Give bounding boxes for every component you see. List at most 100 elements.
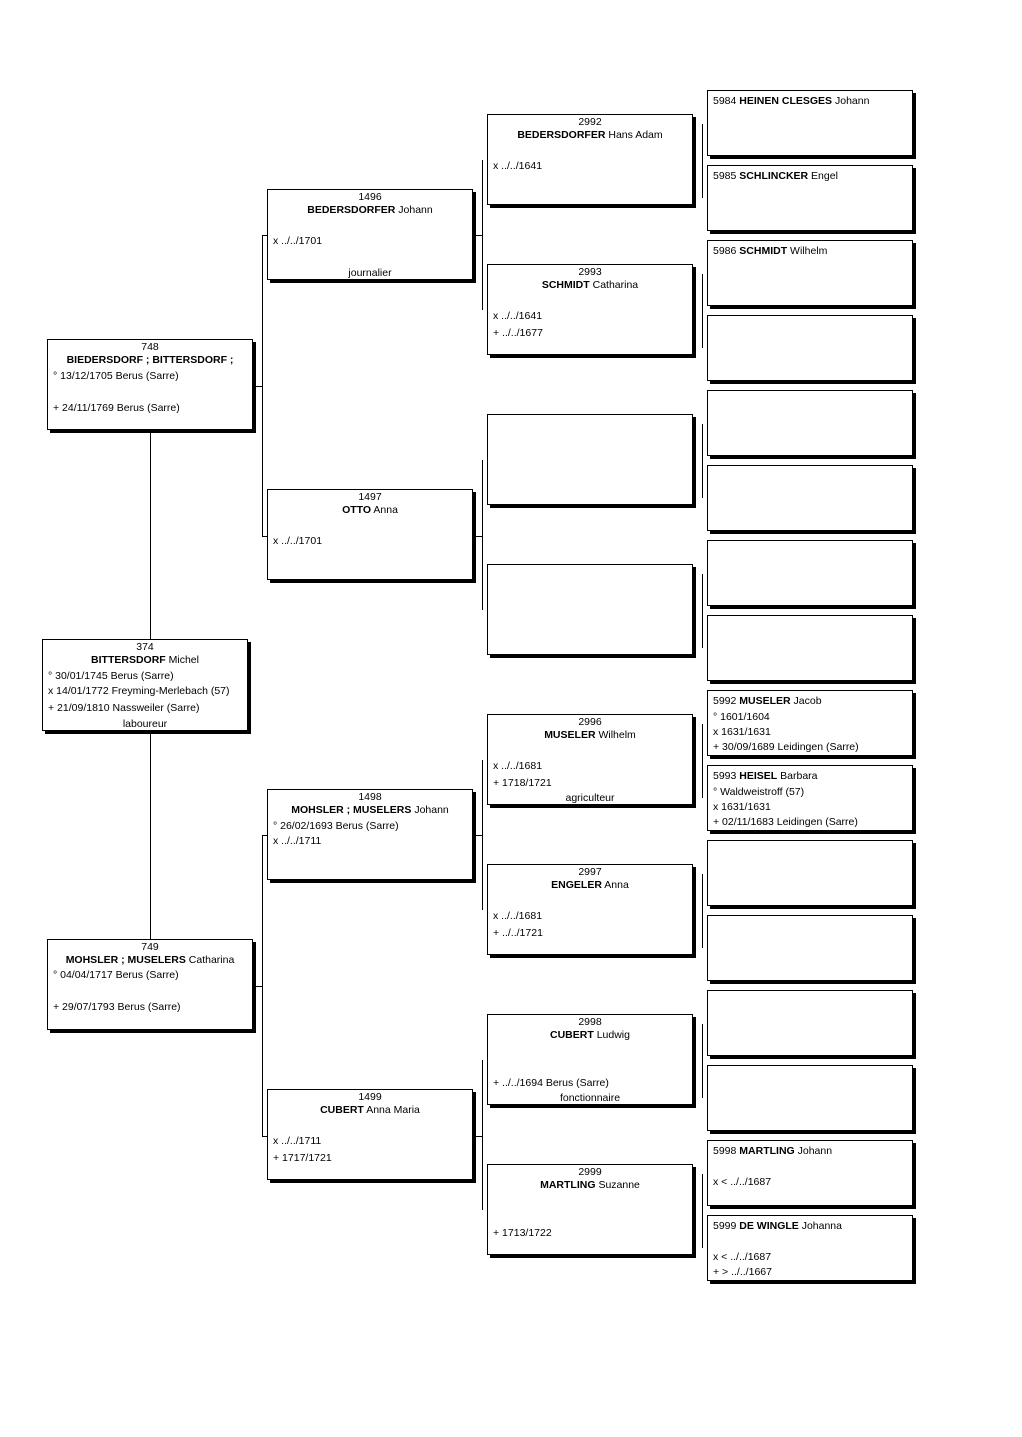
- marriage-line: x ../../1681: [493, 910, 543, 922]
- sosa-number: 2993: [578, 266, 602, 278]
- person-name: BIEDERSDORF ; BITTERSDORF ;: [66, 353, 234, 366]
- marriage-line: x ../../1641: [493, 160, 543, 172]
- death-line: + ../../1694 Berus (Sarre): [493, 1077, 609, 1089]
- person-name: 5998 MARTLING Johann: [713, 1145, 833, 1157]
- birth-line: ° 04/04/1717 Berus (Sarre): [53, 969, 179, 981]
- birth-line: ° 26/02/1693 Berus (Sarre): [273, 820, 399, 832]
- person-name: SCHMIDT Catharina: [541, 278, 639, 291]
- death-line: + 29/07/1793 Berus (Sarre): [53, 1001, 181, 1013]
- person-box-2998[interactable]: 2998 CUBERT Ludwig + ../../1694 Berus (S…: [487, 1014, 693, 1105]
- connector-line: [702, 574, 703, 648]
- person-box-empty[interactable]: [707, 915, 913, 981]
- person-box-748[interactable]: 748 BIEDERSDORF ; BITTERSDORF ; ° 13/12/…: [47, 339, 253, 430]
- person-name: CUBERT Ludwig: [550, 1028, 630, 1041]
- person-box-749[interactable]: 749 MOHSLER ; MUSELERS Catharina ° 04/04…: [47, 939, 253, 1030]
- connector-line: [702, 1024, 703, 1098]
- sosa-number: 1497: [358, 491, 382, 503]
- connector-line: [262, 835, 263, 1136]
- occupation: agriculteur: [565, 792, 615, 805]
- death-line: + ../../1677: [493, 327, 543, 339]
- person-box-5998[interactable]: 5998 MARTLING Johann x < ../../1687: [707, 1140, 913, 1206]
- connector-line: [474, 1136, 483, 1137]
- death-line: + 24/11/1769 Berus (Sarre): [53, 402, 180, 414]
- person-name: OTTO Anna: [342, 503, 398, 516]
- person-box-5993[interactable]: 5993 HEISEL Barbara ° Waldweistroff (57)…: [707, 765, 913, 831]
- connector-line: [254, 386, 263, 387]
- person-box-empty[interactable]: [487, 414, 693, 505]
- person-box-empty[interactable]: [707, 540, 913, 606]
- marriage-line: x ../../1701: [273, 535, 323, 547]
- marriage-line: x ../../1711: [273, 835, 322, 847]
- death-line: + 30/09/1689 Leidingen (Sarre): [713, 741, 859, 753]
- death-line: + 1717/1721: [273, 1152, 332, 1164]
- connector-line: [150, 430, 151, 639]
- person-name: MUSELER Wilhelm: [544, 728, 636, 741]
- connector-line: [150, 732, 151, 940]
- sosa-number: 749: [141, 941, 159, 953]
- sosa-number: 748: [141, 341, 159, 353]
- person-box-empty[interactable]: [707, 840, 913, 906]
- person-box-5992[interactable]: 5992 MUSELER Jacob ° 1601/1604 x 1631/16…: [707, 690, 913, 756]
- marriage-line: x < ../../1687: [713, 1251, 772, 1263]
- person-name: 5993 HEISEL Barbara: [713, 770, 818, 782]
- person-box-2996[interactable]: 2996 MUSELER Wilhelm x ../../1681 + 1718…: [487, 714, 693, 805]
- connector-line: [702, 424, 703, 498]
- person-box-2993[interactable]: 2993 SCHMIDT Catharina x ../../1641 + ..…: [487, 264, 693, 355]
- person-box-5984[interactable]: 5984 HEINEN CLESGES Johann: [707, 90, 913, 156]
- person-box-empty[interactable]: [707, 465, 913, 531]
- sosa-number: 374: [136, 641, 154, 653]
- person-box-5999[interactable]: 5999 DE WINGLE Johanna x < ../../1687 + …: [707, 1215, 913, 1281]
- birth-line: ° 30/01/1745 Berus (Sarre): [48, 670, 174, 682]
- person-box-2999[interactable]: 2999 MARTLING Suzanne + 1713/1722: [487, 1164, 693, 1255]
- person-box-empty[interactable]: [707, 1065, 913, 1131]
- person-name: MOHSLER ; MUSELERS Catharina: [65, 953, 235, 966]
- person-box-374[interactable]: 374 BITTERSDORF Michel ° 30/01/1745 Beru…: [42, 639, 248, 731]
- connector-line: [474, 536, 483, 537]
- connector-line: [262, 235, 263, 536]
- person-name: BITTERSDORF Michel: [91, 653, 199, 666]
- death-line: + ../../1721: [493, 927, 543, 939]
- person-box-1497[interactable]: 1497 OTTO Anna x ../../1701: [267, 489, 473, 580]
- connector-line: [262, 235, 268, 236]
- connector-line: [262, 835, 268, 836]
- connector-line: [702, 274, 703, 348]
- person-box-empty[interactable]: [707, 315, 913, 381]
- marriage-line: x 14/01/1772 Freyming-Merlebach (57): [48, 685, 230, 697]
- person-box-empty[interactable]: [707, 990, 913, 1056]
- person-box-1498[interactable]: 1498 MOHSLER ; MUSELERS Johann ° 26/02/1…: [267, 789, 473, 880]
- marriage-line: x < ../../1687: [713, 1176, 772, 1188]
- person-box-2992[interactable]: 2992 BEDERSDORFER Hans Adam x ../../1641: [487, 114, 693, 205]
- person-name: 5999 DE WINGLE Johanna: [713, 1220, 842, 1232]
- person-name: BEDERSDORFER Hans Adam: [517, 128, 663, 141]
- person-box-2997[interactable]: 2997 ENGELER Anna x ../../1681 + ../../1…: [487, 864, 693, 955]
- person-name: BEDERSDORFER Johann: [307, 203, 433, 216]
- connector-line: [262, 536, 268, 537]
- person-box-1499[interactable]: 1499 CUBERT Anna Maria x ../../1711 + 17…: [267, 1089, 473, 1180]
- sosa-number: 2996: [578, 716, 602, 728]
- person-name: ENGELER Anna: [551, 878, 629, 891]
- sosa-number: 2999: [578, 1166, 602, 1178]
- marriage-line: x ../../1681: [493, 760, 543, 772]
- person-box-5985[interactable]: 5985 SCHLINCKER Engel: [707, 165, 913, 231]
- occupation: fonctionnaire: [559, 1092, 621, 1105]
- connector-line: [482, 460, 483, 610]
- person-name: 5985 SCHLINCKER Engel: [713, 170, 838, 182]
- person-box-empty[interactable]: [707, 390, 913, 456]
- person-name: MARTLING Suzanne: [540, 1178, 640, 1191]
- sosa-number: 1496: [358, 191, 382, 203]
- sosa-number: 1498: [358, 791, 382, 803]
- person-box-empty[interactable]: [707, 615, 913, 681]
- connector-line: [482, 1060, 483, 1210]
- person-box-1496[interactable]: 1496 BEDERSDORFER Johann x ../../1701 jo…: [267, 189, 473, 280]
- person-box-empty[interactable]: [487, 564, 693, 655]
- connector-line: [702, 1174, 703, 1248]
- death-line: + > ../../1667: [713, 1266, 772, 1278]
- connector-line: [474, 835, 483, 836]
- birth-line: ° Waldweistroff (57): [713, 786, 805, 798]
- person-name: 5986 SCHMIDT Wilhelm: [713, 245, 828, 257]
- person-box-5986[interactable]: 5986 SCHMIDT Wilhelm: [707, 240, 913, 306]
- connector-line: [262, 1136, 268, 1137]
- marriage-line: x ../../1701: [273, 235, 323, 247]
- connector-line: [702, 124, 703, 198]
- connector-line: [702, 724, 703, 798]
